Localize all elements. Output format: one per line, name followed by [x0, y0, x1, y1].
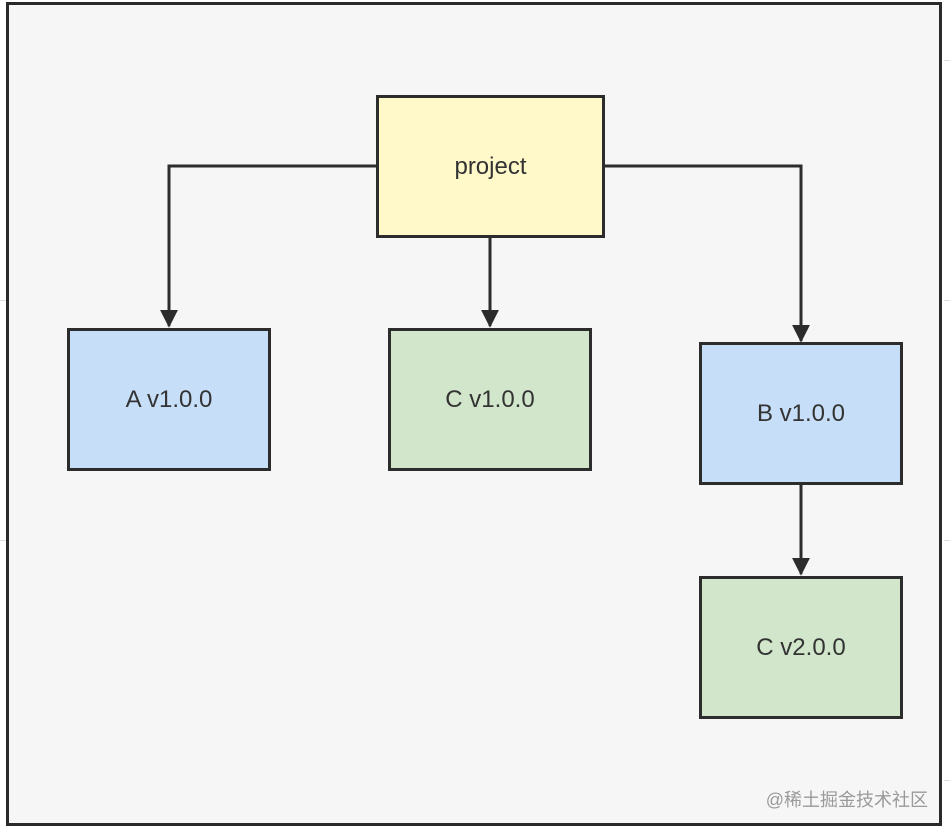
node-project-label: project: [454, 152, 527, 180]
node-a-v1-label: A v1.0.0: [125, 385, 213, 413]
grid-line: [0, 540, 6, 541]
node-c-v1-label: C v1.0.0: [445, 385, 535, 413]
edge-project-to-a: [160, 164, 377, 328]
grid-line: [944, 300, 950, 301]
node-b-v1: B v1.0.0: [699, 342, 903, 485]
grid-line: [0, 300, 6, 301]
node-c-v1: C v1.0.0: [388, 328, 592, 471]
node-a-v1: A v1.0.0: [67, 328, 271, 471]
watermark: @稀土掘金技术社区: [765, 790, 928, 810]
node-c-v2: C v2.0.0: [699, 576, 903, 719]
grid-line: [944, 60, 950, 61]
node-b-v1-label: B v1.0.0: [756, 399, 846, 427]
edge-project-to-b: [603, 164, 810, 343]
node-project: project: [376, 95, 605, 238]
node-c-v2-label: C v2.0.0: [756, 633, 846, 661]
grid-line: [944, 780, 950, 781]
grid-line: [944, 540, 950, 541]
